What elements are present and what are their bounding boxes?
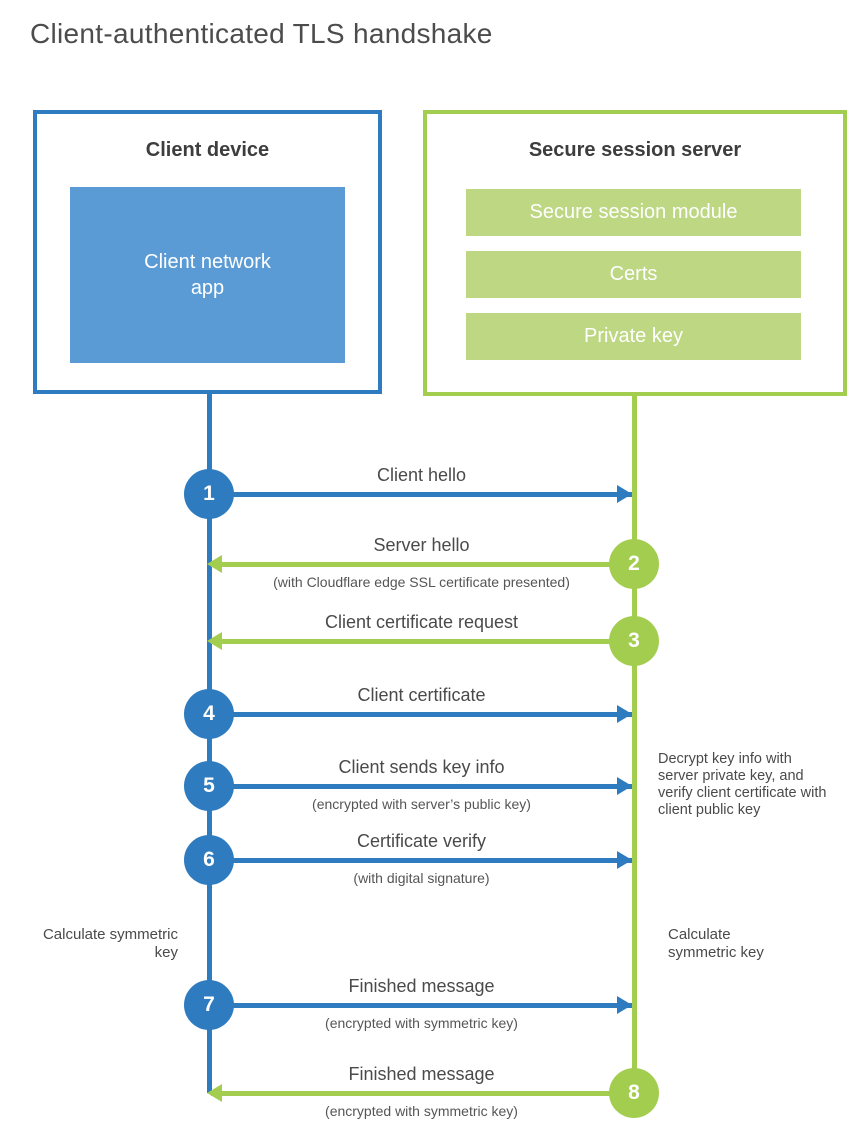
message-label: Certificate verify	[356, 831, 487, 851]
step-badge-7: 7	[184, 980, 234, 1030]
arrow-line	[211, 639, 632, 644]
message-note: (encrypted with symmetric key)	[325, 1103, 518, 1119]
client-device-title: Client device	[145, 139, 270, 161]
client-device-box: Client device Client network app	[33, 110, 382, 394]
step-badge-5: 5	[184, 761, 234, 811]
arrow-right-icon	[617, 705, 632, 723]
client-network-app-box: Client network app	[70, 187, 345, 363]
server-decrypt-key-info-note: Decrypt key info with server private key…	[658, 751, 827, 818]
arrow-line	[211, 784, 632, 789]
arrow-line	[211, 492, 632, 497]
arrow-line	[211, 562, 632, 567]
message-label: Client sends key info	[338, 757, 505, 777]
message-label: Client certificate	[357, 685, 486, 705]
arrow-line	[211, 712, 632, 717]
arrow-left-icon	[207, 1084, 222, 1102]
step-badge-4: 4	[184, 689, 234, 739]
client-lifeline	[207, 392, 212, 1093]
message-label: Finished message	[348, 976, 495, 996]
server-calculate-symmetric-key-note: Calculate symmetric key	[668, 926, 764, 961]
step-badge-3: 3	[609, 616, 659, 666]
message-label: Client certificate request	[324, 612, 519, 632]
message-label: Client hello	[376, 465, 467, 485]
message-note: (with digital signature)	[353, 870, 490, 886]
client-network-app-label: Client network app	[144, 251, 271, 299]
arrow-line	[211, 858, 632, 863]
arrow-right-icon	[617, 996, 632, 1014]
message-label: Finished message	[348, 1064, 495, 1084]
step-badge-1: 1	[184, 469, 234, 519]
server-lifeline	[632, 394, 637, 1093]
client-calculate-symmetric-key-note: Calculate symmetric key	[42, 926, 178, 961]
arrow-right-icon	[617, 777, 632, 795]
secure-session-server-box: Secure session server Secure session mod…	[423, 110, 847, 396]
message-note: (encrypted with symmetric key)	[325, 1015, 518, 1031]
message-note: (encrypted with server’s public key)	[312, 796, 531, 812]
page-title: Client-authenticated TLS handshake	[30, 18, 493, 49]
arrow-left-icon	[207, 632, 222, 650]
arrow-line	[211, 1003, 632, 1008]
step-badge-2: 2	[609, 539, 659, 589]
message-note: (with Cloudflare edge SSL certificate pr…	[273, 574, 570, 590]
server-module-certs: Certs	[466, 251, 801, 298]
arrow-line	[211, 1091, 632, 1096]
arrow-right-icon	[617, 851, 632, 869]
server-module-secure-session: Secure session module	[466, 189, 801, 236]
message-label: Server hello	[373, 535, 470, 555]
step-badge-6: 6	[184, 835, 234, 885]
arrow-right-icon	[617, 485, 632, 503]
arrow-left-icon	[207, 555, 222, 573]
secure-session-server-title: Secure session server	[528, 139, 742, 161]
server-module-private-key: Private key	[466, 313, 801, 360]
step-badge-8: 8	[609, 1068, 659, 1118]
